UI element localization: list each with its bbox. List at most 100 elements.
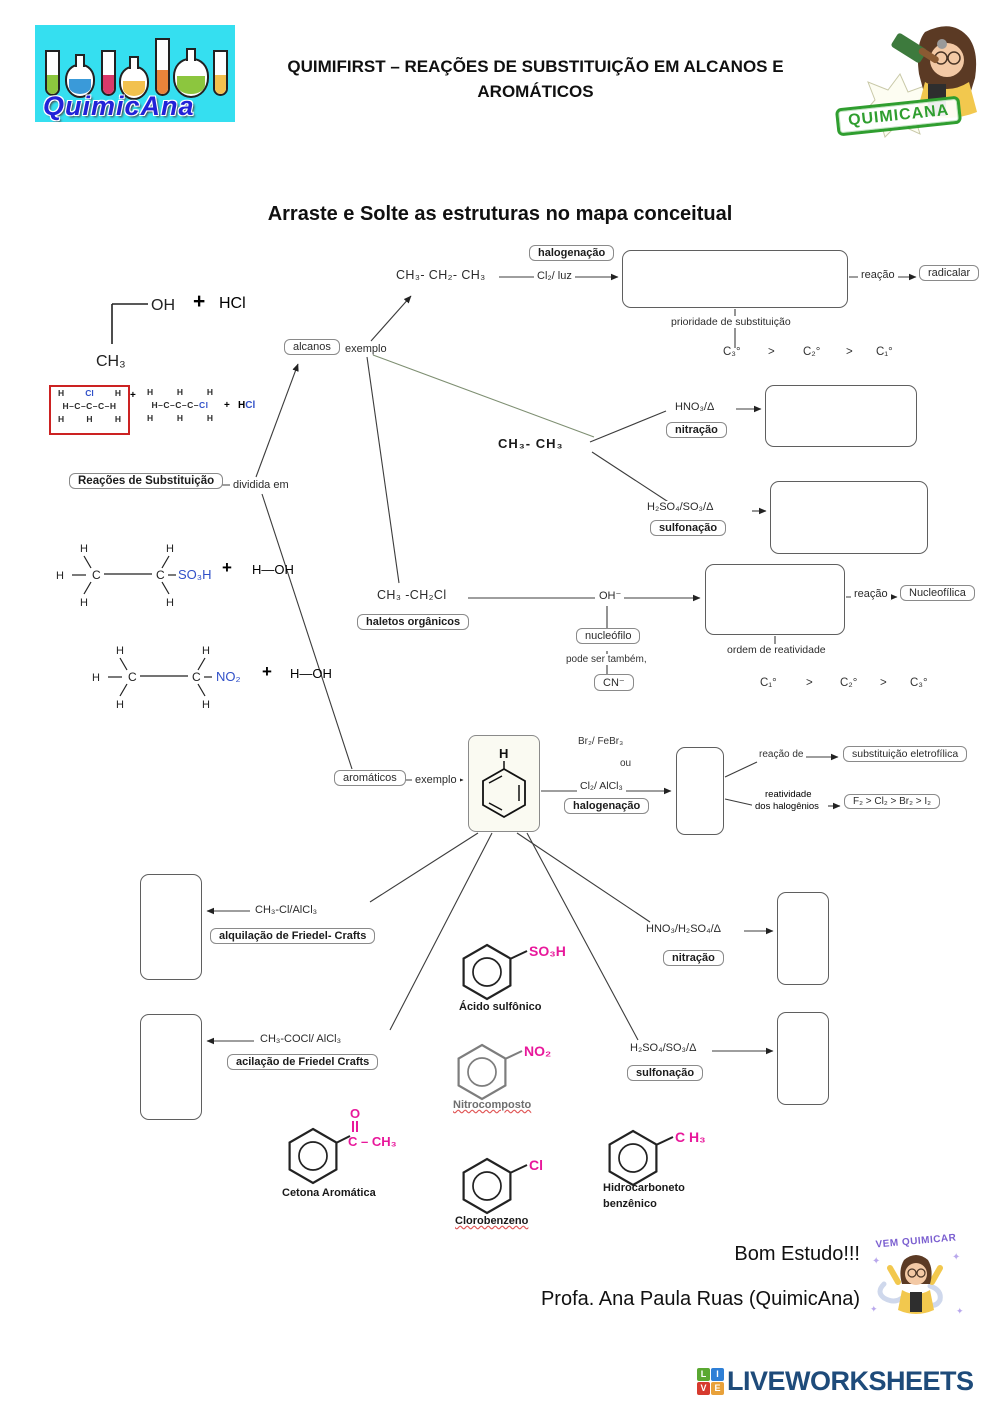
caption-acido-sulfonico: Ácido sulfônico <box>459 1001 542 1013</box>
h-atom: H <box>202 645 210 657</box>
reagent-h2so4-so3: H₂SO₄/SO₃/Δ <box>644 501 717 513</box>
carbonyl-o: O <box>350 1106 360 1121</box>
no2-substituent: NO₂ <box>524 1043 551 1059</box>
ch3-substituent: C H₃ <box>675 1129 706 1145</box>
ethane-formula: CH₃- CH₃ <box>498 436 564 451</box>
h-atom: H <box>147 413 154 424</box>
so3h-group: SO₃H <box>178 567 211 582</box>
chloroethane-formula: CH₃ -CH₂Cl <box>377 588 447 602</box>
label-reatividade: reatividade <box>762 789 815 800</box>
title-line-1: QUIMIFIRST – REAÇÕES DE SUBSTITUIÇÃO EM … <box>287 57 784 76</box>
reagent-cl2-alcl3: Cl₂/ AlCl₃ <box>577 780 626 792</box>
teacher-credit-text: Profa. Ana Paula Ruas (QuimicAna) <box>540 1288 860 1310</box>
nitrocompound-drag-item[interactable]: NO₂ <box>447 1036 567 1108</box>
benzene-node[interactable]: H <box>468 735 540 832</box>
drop-target-sulfonacao-aromaticos[interactable] <box>777 1012 829 1105</box>
drop-target-nitracao-alcanos[interactable] <box>765 385 917 447</box>
ethanesulfonic-structure[interactable]: H H H C C H H SO₃H <box>42 536 212 614</box>
bom-estudo-text: Bom Estudo!!! <box>734 1243 860 1265</box>
benzene-h-label: H <box>499 746 508 761</box>
edge-label-exemplo: exemplo <box>412 774 460 786</box>
h-atom: H <box>86 414 93 425</box>
caption-hidrocarboneto-line2: benzênico <box>603 1198 657 1210</box>
plus-sign: + <box>130 390 136 401</box>
drop-target-acilacao[interactable] <box>140 1014 202 1120</box>
nitroethane-structure[interactable]: H H H C C H H NO₂ <box>78 638 248 716</box>
h-atom: H <box>116 645 124 657</box>
hcl-label: HCl <box>219 295 246 312</box>
sticker-avatar: ✦ ✦ ✦ ✦ <box>870 1252 964 1316</box>
svg-text:✦: ✦ <box>956 1306 964 1316</box>
h-atom: H <box>202 699 210 711</box>
plus-sign: + <box>262 662 272 681</box>
so3h-substituent: SO₃H <box>529 943 566 959</box>
sulfonic-acid-drag-item[interactable]: SO₃H <box>452 936 572 1008</box>
h-atom: H <box>206 387 213 397</box>
cl-substituent: Cl <box>529 1157 543 1173</box>
node-reacoes-substituicao: Reações de Substituição <box>69 473 224 489</box>
activity-heading: Arraste e Solte as estruturas no mapa co… <box>267 203 733 225</box>
reagent-br2-febr3: Br₂/ FeBr₃ <box>575 736 627 747</box>
water-label: H—OH <box>290 666 332 681</box>
liveworksheets-grid-icon: L I V E <box>697 1368 724 1395</box>
carbon-chain: H–C–C–C– <box>151 400 199 411</box>
benzene-hydrocarbon-drag-item[interactable]: C H₃ <box>598 1122 718 1194</box>
teacher-avatar-stamp: QUIMICANA <box>830 22 995 152</box>
drop-target-alquilacao[interactable] <box>140 874 202 980</box>
node-aromaticos: aromáticos <box>334 770 406 786</box>
label-pode-ser-tambem: pode ser também, <box>563 654 650 665</box>
hcl-product: HCl <box>238 400 256 411</box>
label-sulfonacao-alcanos: sulfonação <box>650 520 727 536</box>
liveworksheets-wordmark: LIVEWORKSHEETS <box>727 1366 974 1396</box>
drop-target-sulfonacao-alcanos[interactable] <box>770 481 928 554</box>
lw-square-e: E <box>711 1382 724 1395</box>
h-atom: H <box>56 570 64 582</box>
edge-label-reacao: reação <box>858 269 898 281</box>
label-haletos-organicos: haletos orgânicos <box>357 614 470 630</box>
h-atom: H <box>92 672 100 684</box>
node-halogen-order: F₂ > Cl₂ > Br₂ > I₂ <box>844 794 941 809</box>
h-atom: H <box>114 414 121 425</box>
plus-sign: + <box>193 290 206 313</box>
label-halogenacao-alcanos: halogenação <box>529 245 615 261</box>
hydroxide-label: OH⁻ <box>596 589 625 602</box>
caption-nitrocomposto: Nitrocomposto <box>453 1099 532 1111</box>
quimicana-logo: QuimicAna <box>35 25 235 122</box>
h-atom: H <box>166 543 174 555</box>
ethanol-structure[interactable]: OH CH₃ <box>72 280 192 372</box>
lw-square-i: I <box>711 1368 724 1381</box>
drop-target-nucleofilica[interactable] <box>705 564 845 635</box>
lw-square-v: V <box>697 1382 710 1395</box>
h-atom: H <box>80 597 88 609</box>
label-nitracao-aromaticos: nitração <box>663 950 724 966</box>
drop-target-halogenacao-aromaticos[interactable] <box>676 747 724 835</box>
drop-target-halogenacao-alcanos[interactable] <box>622 250 848 308</box>
edge-label-reacao: reação <box>851 588 891 600</box>
reagent-ch3cl-alcl3: CH₃-Cl/AlCl₃ <box>252 904 321 916</box>
reagent-ch3cocl-alcl3: CH₃-COCl/ AlCl₃ <box>257 1033 345 1045</box>
label-nitracao-alcanos: nitração <box>666 422 727 438</box>
caption-hidrocarboneto-line1: Hidrocarboneto <box>603 1182 685 1194</box>
label-ou: ou <box>617 758 635 769</box>
edge-label-reacao-de: reação de <box>756 749 807 760</box>
h-atom: H <box>166 597 174 609</box>
h-atom: H <box>116 699 124 711</box>
drop-target-nitracao-aromaticos[interactable] <box>777 892 829 985</box>
water-label: H—OH <box>252 562 294 577</box>
liveworksheets-logo[interactable]: L I V E LIVEWORKSHEETS <box>697 1366 974 1397</box>
c-atom: C <box>128 670 137 684</box>
h-atom: H <box>147 387 154 397</box>
plus-sign: + <box>222 558 232 577</box>
logo-wordmark: QuimicAna <box>43 91 195 121</box>
edge-label-dividida-em: dividida em <box>230 479 292 491</box>
node-substituicao-eletrofilica: substituição eletrofílica <box>843 746 968 762</box>
label-acilacao-friedel-crafts: acilação de Friedel Crafts <box>227 1054 379 1070</box>
label-halogenacao-aromaticos: halogenação <box>564 798 650 814</box>
aromatic-ketone-drag-item[interactable]: O C – CH₃ <box>278 1104 418 1189</box>
cl-atom: Cl <box>198 400 209 411</box>
label-dos-halogenios: dos halogênios <box>752 801 822 812</box>
chlorobenzene-drag-item[interactable]: Cl <box>452 1150 572 1222</box>
carbon-c1: C₁° <box>876 346 893 358</box>
